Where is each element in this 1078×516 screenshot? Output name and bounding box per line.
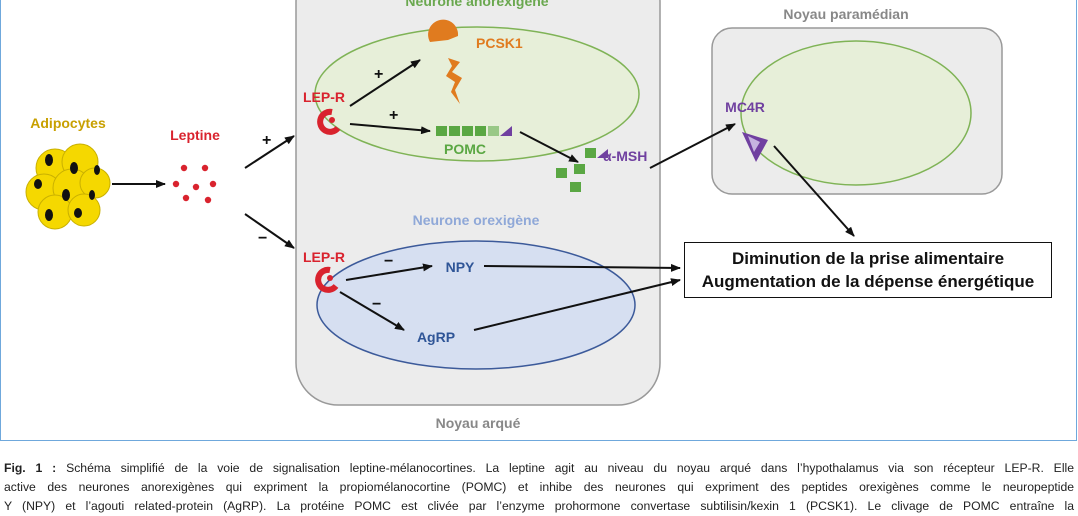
outcome-line-2: Augmentation de la dépense énergétique bbox=[701, 272, 1035, 291]
figure-frame bbox=[0, 0, 1077, 441]
leptin-orexigenic-sign: − bbox=[258, 230, 267, 247]
caption-line-1: Fig. 1 : Schéma simplifié de la voie de … bbox=[4, 459, 1074, 478]
diagram: Noyau arqué Neurone anorexigène Neurone … bbox=[25, 0, 1003, 431]
caption-line-3: Y (NPY) et l’agouti related-protein (AgR… bbox=[4, 499, 1074, 513]
figure-caption: Fig. 1 : Schéma simplifié de la voie de … bbox=[4, 459, 1074, 516]
caption-line-2: active des neurones anorexigènes qui exp… bbox=[4, 480, 1074, 494]
lepr-to-pomc-arrow bbox=[349, 123, 431, 135]
pomc-protein-icon bbox=[436, 126, 512, 136]
paramedian-neuron-ellipse bbox=[740, 40, 972, 186]
orexigenic-neuron-ellipse bbox=[316, 240, 636, 370]
pomc-to-cleavage-arrow bbox=[519, 131, 579, 163]
alpha-msh-to-mc4r-arrow bbox=[649, 123, 736, 169]
mc4r-receptor-icon bbox=[742, 132, 768, 162]
arcuate-nucleus-label: Noyau arqué bbox=[436, 415, 521, 431]
npy-label: NPY bbox=[446, 259, 475, 275]
outcome-line-1: Diminution de la prise alimentaire bbox=[731, 249, 1005, 268]
paramedian-nucleus-label: Noyau paramédian bbox=[783, 6, 908, 22]
lepr-top-receptor-icon bbox=[317, 108, 341, 135]
pcsk1-enzyme-icon bbox=[428, 19, 462, 104]
outcome-box: Diminution de la prise alimentaire Augme… bbox=[684, 242, 1052, 298]
pcsk1-label: PCSK1 bbox=[476, 35, 523, 51]
adipocytes-label: Adipocytes bbox=[30, 115, 106, 131]
leptin-anorexigenic-sign: + bbox=[262, 132, 271, 149]
agrp-to-outcome-arrow bbox=[473, 278, 681, 331]
npy-to-outcome-arrow bbox=[483, 263, 681, 272]
anorexigenic-neuron-label: Neurone anorexigène bbox=[405, 0, 548, 9]
lepr-bottom-label: LEP-R bbox=[303, 249, 345, 265]
adipocyte-cluster bbox=[25, 143, 111, 230]
leptin-molecules bbox=[172, 164, 217, 204]
lepr-bottom-receptor-icon bbox=[315, 266, 339, 293]
lepr-to-npy-arrow bbox=[345, 263, 433, 281]
leptin-to-orexigenic-arrow bbox=[244, 213, 295, 249]
agrp-label: AgRP bbox=[417, 329, 455, 345]
lepr-top-label: LEP-R bbox=[303, 89, 345, 105]
lepr-npy-sign: − bbox=[384, 253, 393, 270]
alpha-msh-label: α-MSH bbox=[603, 148, 647, 164]
mc4r-to-outcome-arrow bbox=[773, 145, 855, 237]
lepr-to-pcsk1-arrow bbox=[349, 59, 421, 107]
lepr-pcsk1-sign: + bbox=[374, 66, 383, 83]
leptin-to-anorexigenic-arrow bbox=[244, 135, 295, 169]
mc4r-label: MC4R bbox=[725, 99, 765, 115]
lepr-to-agrp-arrow bbox=[339, 291, 405, 331]
leptin-label: Leptine bbox=[170, 127, 220, 143]
cleaved-fragments-icon bbox=[556, 148, 608, 192]
pomc-label: POMC bbox=[444, 141, 486, 157]
caption-fig-label: Fig. 1 : bbox=[4, 461, 57, 475]
lepr-agrp-sign: − bbox=[372, 296, 381, 313]
lepr-pomc-sign: + bbox=[389, 107, 398, 124]
orexigenic-neuron-label: Neurone orexigène bbox=[413, 212, 540, 228]
caption-line-1-text: Schéma simplifié de la voie de signalisa… bbox=[66, 461, 1075, 475]
